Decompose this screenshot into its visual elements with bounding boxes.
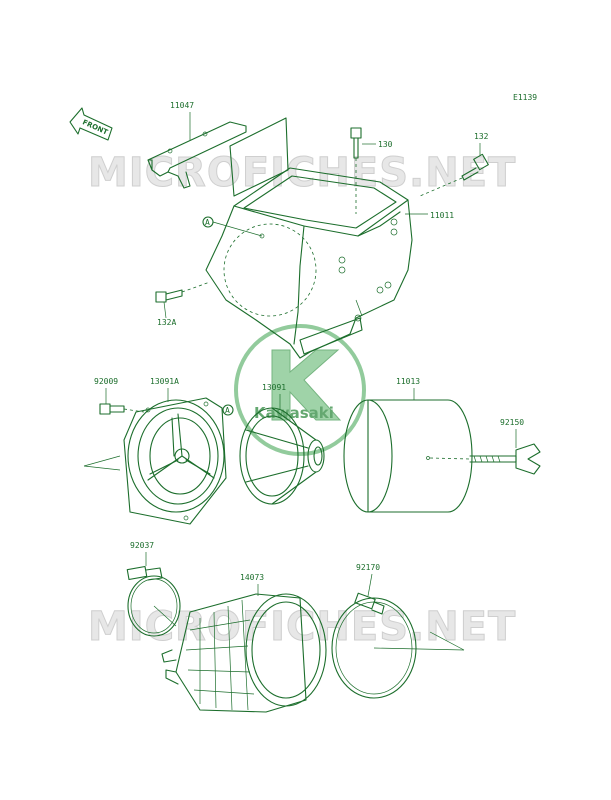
label-11011: 11011: [430, 211, 454, 220]
duct-part: [161, 593, 327, 713]
front-arrow-icon: FRONT: [69, 107, 113, 141]
element-part: [343, 399, 473, 513]
bolt-132a-part: [155, 289, 183, 303]
label-11047: 11047: [170, 101, 194, 110]
front-label: FRONT: [81, 118, 109, 136]
callout-a-top: A: [205, 218, 210, 227]
screw-part: [99, 403, 125, 415]
clamp-large-part: [331, 592, 417, 699]
label-11013: 11013: [396, 377, 420, 386]
label-132: 132: [474, 132, 489, 141]
label-92037: 92037: [130, 541, 154, 550]
logo-text: Kawasaki: [254, 404, 334, 422]
label-13091a: 13091A: [150, 377, 179, 386]
air-box-part: [205, 117, 413, 359]
callout-a-holder: A: [225, 406, 230, 415]
label-92009: 92009: [94, 377, 118, 386]
wing-bolt-part: [469, 443, 541, 475]
kawasaki-logo: Kawasaki: [234, 324, 366, 456]
watermark-top: MICROFICHES.NET: [88, 150, 516, 196]
label-92150: 92150: [500, 418, 524, 427]
holder-part: [123, 397, 227, 525]
clamp-small-part: [126, 565, 181, 637]
label-92170: 92170: [356, 563, 380, 572]
diagram-code: E1139: [513, 93, 537, 102]
label-13091: 13091: [262, 383, 286, 392]
bracket-part: [147, 121, 247, 189]
label-132a: 132A: [157, 318, 176, 327]
label-14073: 14073: [240, 573, 264, 582]
element-frame-part: [239, 407, 325, 505]
label-130: 130: [378, 140, 393, 149]
bolt-132-part: [461, 153, 489, 181]
